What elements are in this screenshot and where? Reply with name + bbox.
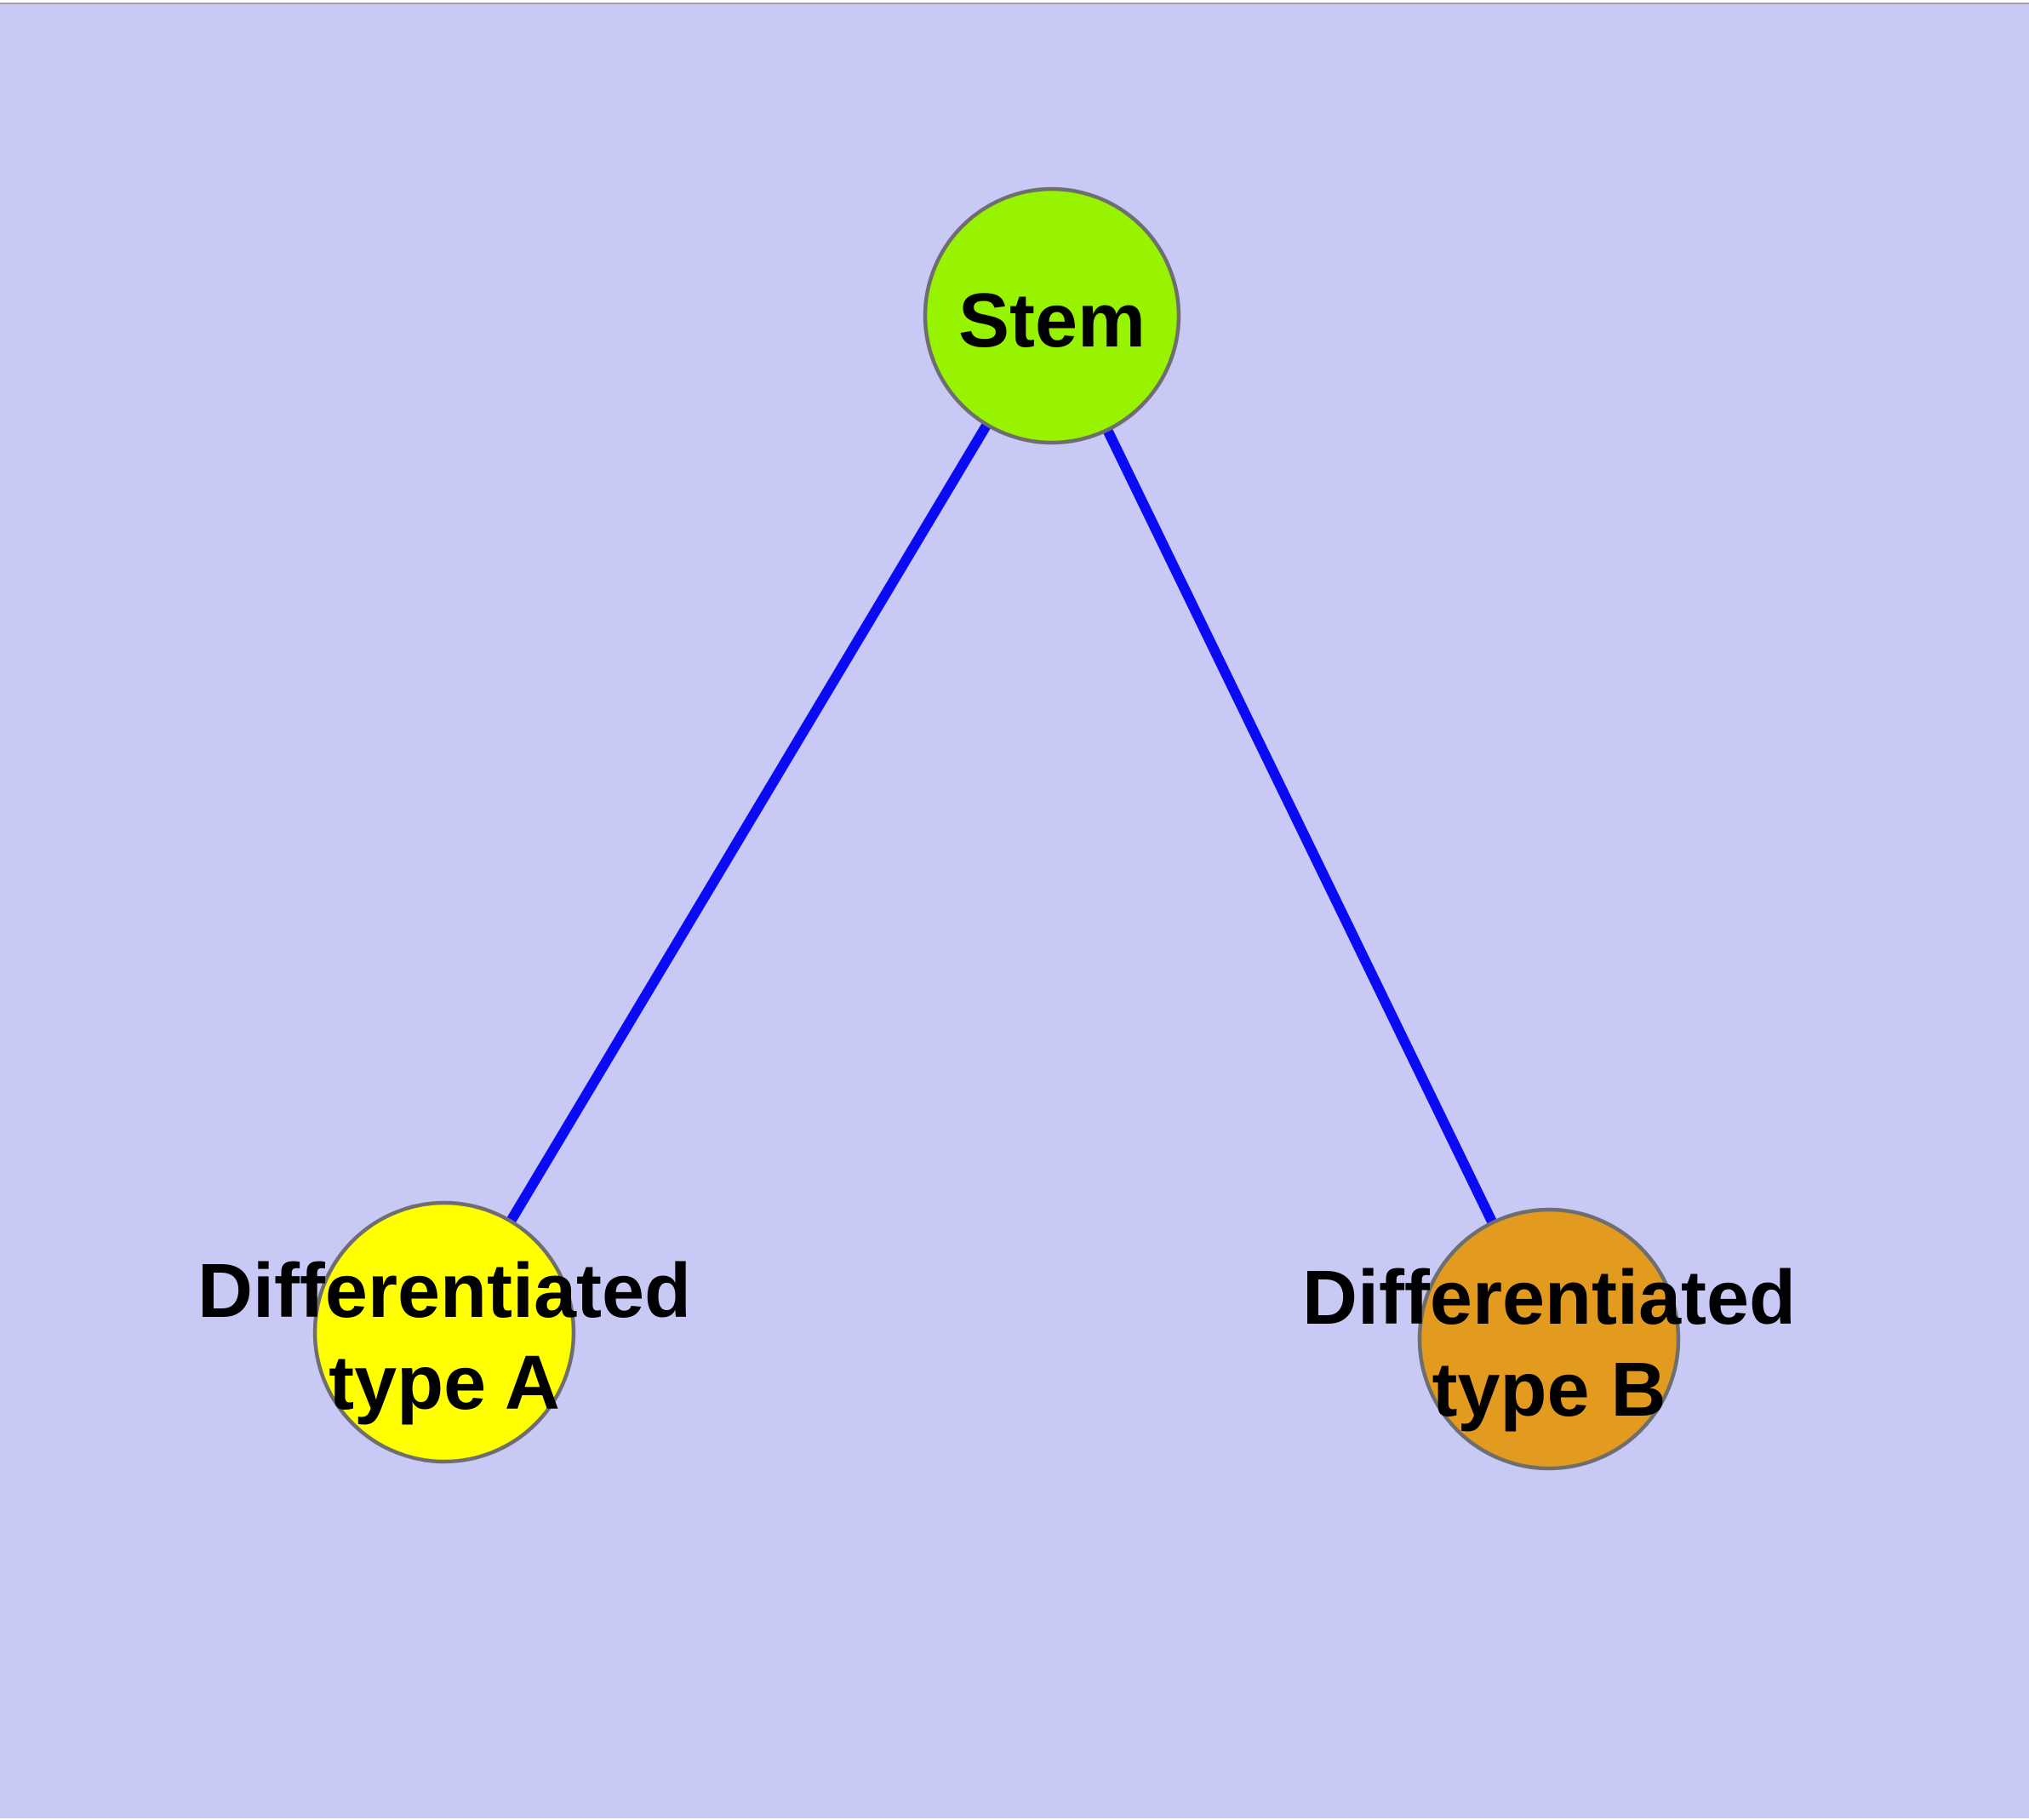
edge-stem-to-type-b [1047, 313, 1554, 1342]
top-frame-line [0, 3, 2029, 4]
node-differentiated-type-a [312, 1200, 576, 1464]
node-stem-label: Stem [958, 278, 1146, 363]
node-type-b-label-line2: type B [1432, 1348, 1666, 1433]
node-type-a-label-line2: type A [329, 1341, 560, 1426]
node-stem [923, 186, 1181, 445]
node-type-a-label-line1: Differentiated [197, 1249, 691, 1334]
node-differentiated-type-b [1417, 1207, 1681, 1471]
edge-stem-to-type-a [439, 312, 1057, 1336]
node-type-b-label-line1: Differentiated [1302, 1256, 1796, 1341]
